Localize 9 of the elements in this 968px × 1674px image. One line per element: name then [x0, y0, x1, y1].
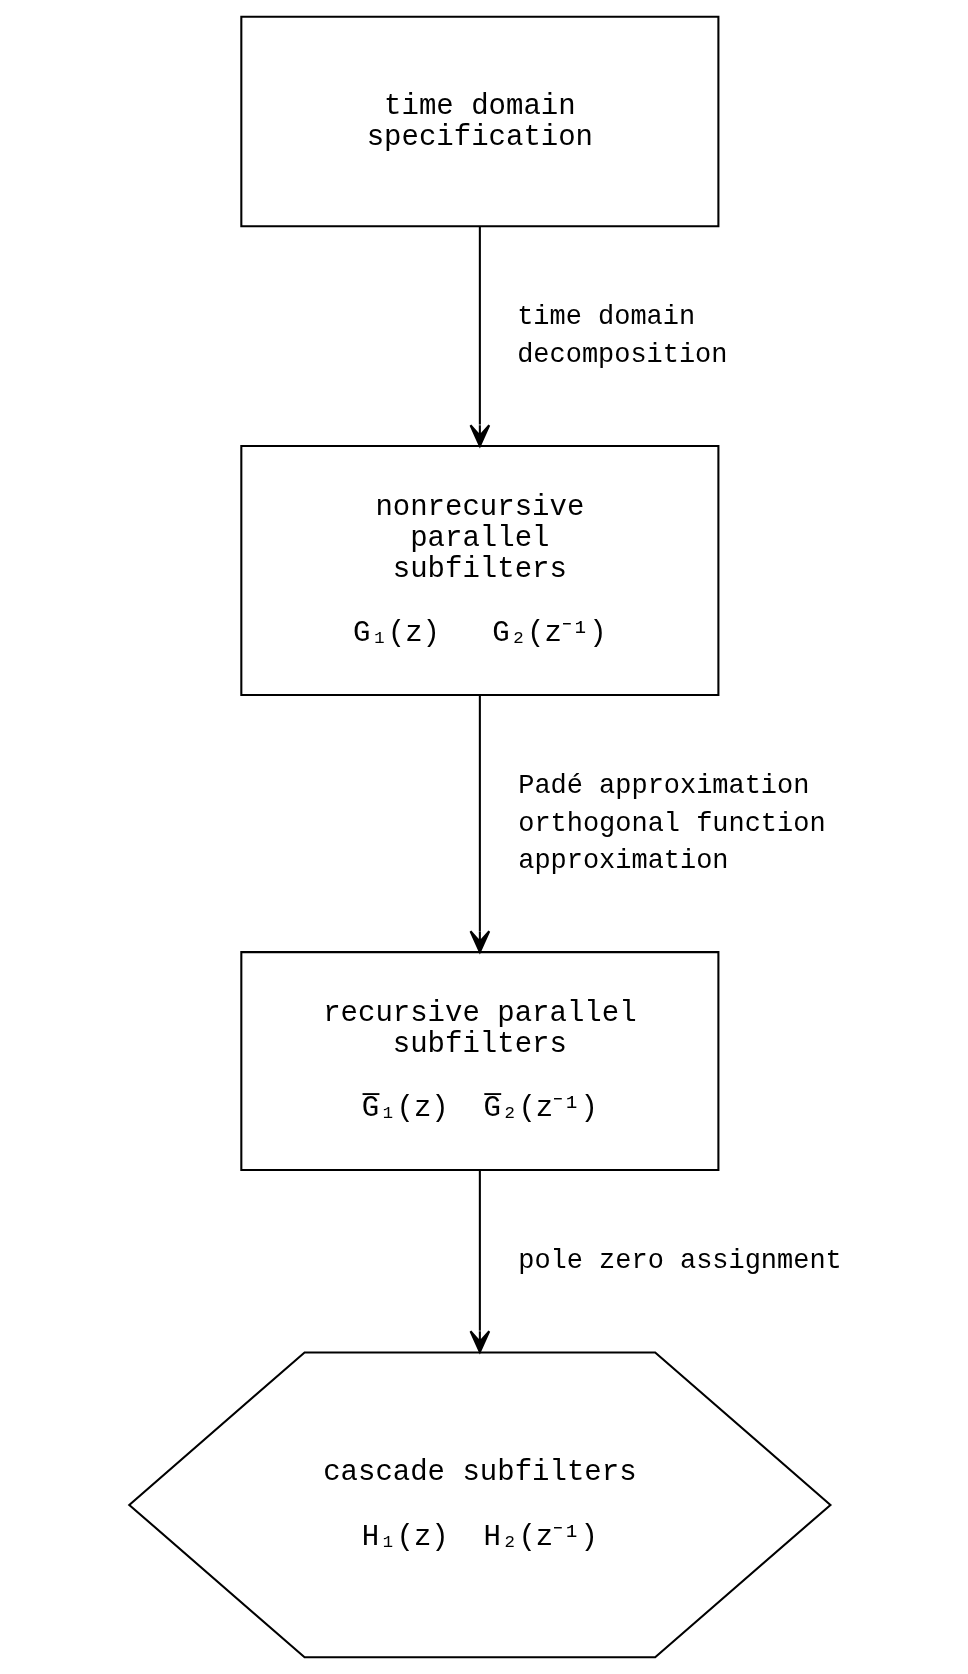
node-box: recursive parallel subfilters G̅₁(z) G̅₂(z⁻¹) [240, 951, 720, 1171]
edge-label: time domain decomposition [517, 302, 728, 370]
arrow [469, 226, 491, 448]
edge-label: pole zero assignment [518, 1246, 842, 1277]
node-box: time domain specification [240, 15, 720, 228]
arrow [469, 1170, 491, 1354]
node-box: nonrecursive parallel subfilters G₁(z) G₂(z⁻¹) [240, 445, 720, 696]
edge-label: Padé approximation orthogonal function approximation [518, 771, 826, 876]
arrow [469, 695, 491, 953]
